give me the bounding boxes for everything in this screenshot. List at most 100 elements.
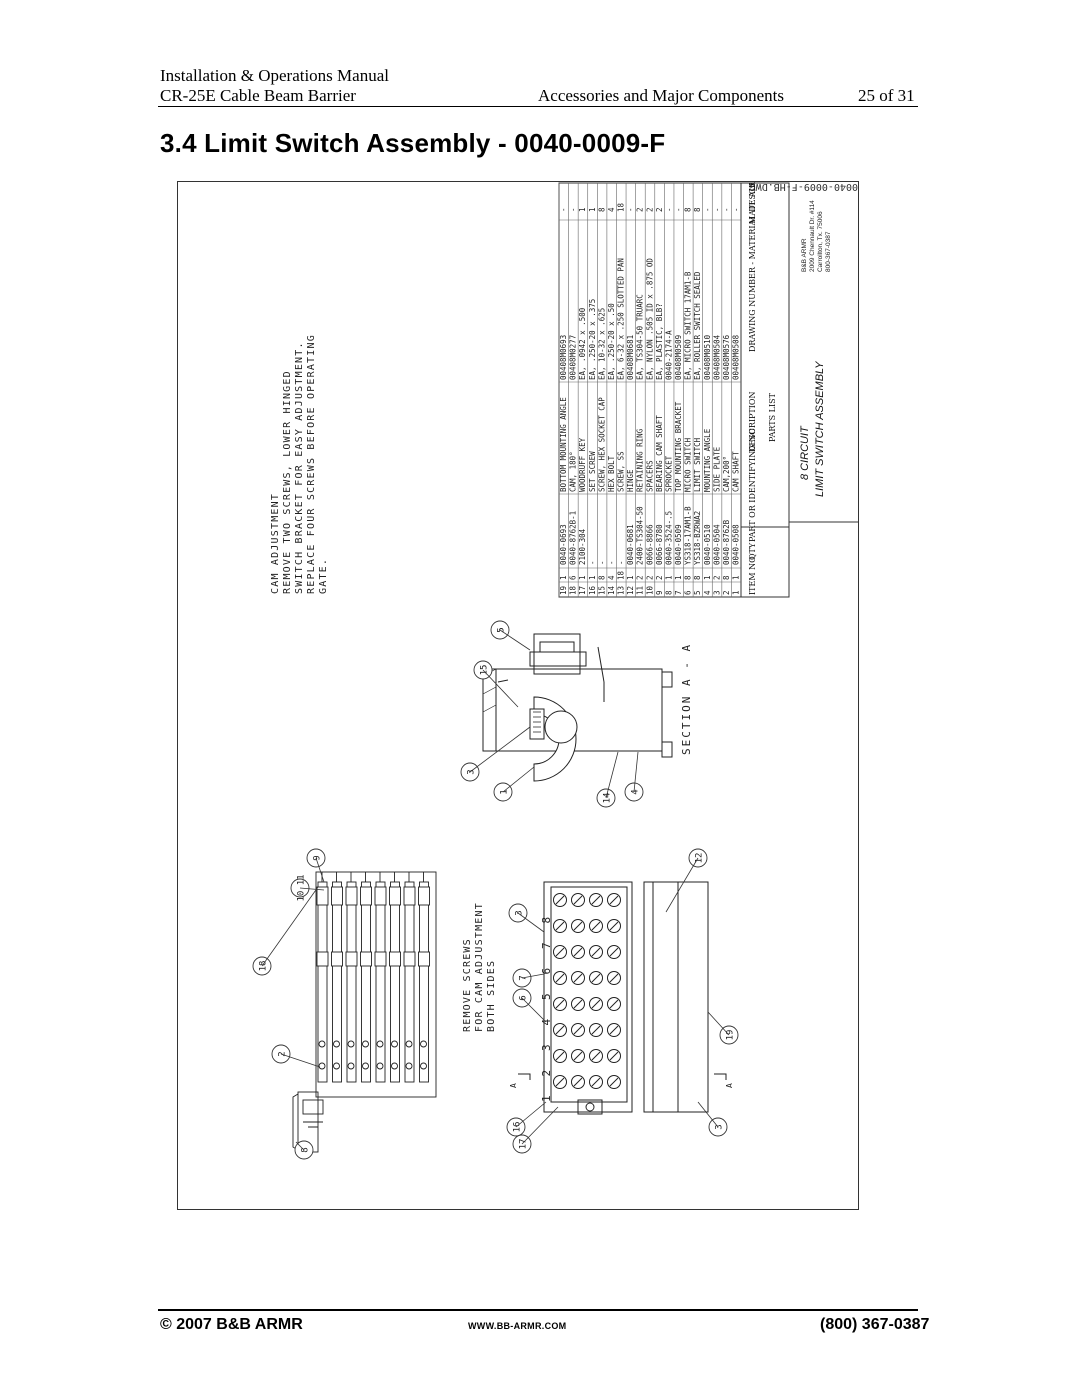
parts-cell-material-7: 00408M0509 bbox=[674, 335, 683, 380]
balloon-label-19: 19 bbox=[726, 1030, 736, 1041]
parts-cell-item-13: 13 bbox=[617, 586, 626, 595]
parts-cell-item-2: 2 bbox=[722, 590, 731, 595]
parts-cell-description-19: BOTTOM MOUNTING ANGLE bbox=[559, 397, 568, 492]
balloon-label-5: 5 bbox=[497, 627, 507, 632]
parts-cell-description-11: RETAINING RING bbox=[636, 428, 645, 492]
parts-cell-item-15: 15 bbox=[597, 586, 606, 595]
section-marker-left: A bbox=[509, 1083, 518, 1088]
footer-copyright: © 2007 B&B ARMR bbox=[160, 1316, 303, 1333]
terminal-number-7: 7 bbox=[540, 942, 553, 949]
parts-cell-matl-9: 2 bbox=[655, 207, 664, 212]
parts-cell-matl-3: - bbox=[712, 207, 721, 212]
footer-phone: (800) 367-0387 bbox=[820, 1316, 930, 1333]
parts-cell-material-1: 00408M0508 bbox=[732, 334, 741, 380]
parts-cell-matl-11: 2 bbox=[636, 207, 645, 212]
parts-cell-qty-16: 1 bbox=[588, 575, 597, 580]
balloon-label-3b: 3 bbox=[515, 910, 525, 915]
cam-adjustment-note: CAM ADJUSTMENT REMOVE TWO SCREWS, LOWER … bbox=[270, 334, 329, 594]
title-block: 8 CIRCUIT LIMIT SWITCH ASSEMBLY bbox=[789, 361, 858, 523]
footer-website[interactable]: WWW.BB-ARMR.COM bbox=[468, 1321, 567, 1331]
parts-cell-qty-4: 1 bbox=[703, 575, 712, 580]
parts-cell-description-15: SCREW, HEX SOCKET CAP bbox=[597, 397, 606, 492]
parts-cell-part-10: 0066-8866 bbox=[645, 524, 654, 565]
parts-cell-material-5: EA, ROLLER SWITCH SEALED bbox=[693, 271, 702, 380]
parts-cell-part-13: - bbox=[617, 560, 626, 565]
header-rule bbox=[158, 106, 918, 107]
parts-cell-qty-8: 1 bbox=[664, 575, 673, 580]
terminal-number-3: 3 bbox=[540, 1044, 553, 1051]
terminal-number-1: 1 bbox=[540, 1095, 553, 1102]
parts-cell-description-9: BEARING CAM SHAFT bbox=[655, 415, 664, 492]
company-name: B&B ARMR bbox=[801, 238, 808, 272]
remove-note-line-1: REMOVE SCREWS bbox=[462, 938, 473, 1032]
parts-cell-matl-18: - bbox=[569, 207, 578, 212]
parts-cell-part-11: 2400-TS304-50 bbox=[636, 506, 645, 565]
col-item-header: ITEM NO bbox=[748, 556, 757, 595]
parts-cell-material-14: EA, .250-20 x .50 bbox=[607, 303, 616, 380]
balloon-label-4: 4 bbox=[631, 789, 641, 794]
col-qty-header: QTY bbox=[748, 542, 757, 560]
parts-cell-part-9: 0066-8780 bbox=[655, 524, 664, 565]
parts-cell-matl-14: 4 bbox=[607, 207, 616, 212]
parts-cell-material-12: 00408M0681 bbox=[626, 335, 635, 380]
parts-cell-description-6: MICRO SWITCH bbox=[684, 437, 693, 492]
parts-cell-description-4: MOUNTING ANGLE bbox=[703, 428, 712, 492]
parts-list-label: PARTS LIST bbox=[768, 392, 777, 442]
parts-cell-part-5: YS318-BZRWA2 bbox=[693, 511, 702, 565]
parts-cell-item-10: 10 bbox=[645, 585, 654, 595]
company-city: Carrollton, Tx. 75006 bbox=[817, 211, 824, 272]
parts-cell-description-14: HEX BOLT bbox=[607, 455, 616, 492]
parts-cell-material-18: 00408M0277 bbox=[569, 335, 578, 380]
parts-cell-part-16: - bbox=[588, 560, 597, 565]
page-title: 3.4 Limit Switch Assembly - 0040-0009-F bbox=[160, 128, 666, 158]
parts-cell-matl-19: - bbox=[559, 207, 568, 212]
parts-cell-description-3: SIDE PLATE bbox=[712, 446, 721, 492]
parts-cell-qty-11: 2 bbox=[636, 575, 645, 580]
remove-screws-note: REMOVE SCREWS FOR CAM ADJUSTMENT BOTH SI… bbox=[462, 902, 497, 1032]
parts-list-table: 1 9 1 0040-0693 BOTTOM MOUNTING ANGLE 00408M0… bbox=[558, 182, 790, 598]
parts-cell-qty-2: 8 bbox=[722, 575, 731, 580]
parts-cell-qty-12: 1 bbox=[626, 575, 635, 580]
parts-cell-material-15: EA, 10-32 x .625 bbox=[597, 308, 606, 380]
parts-cell-qty-13: 18 bbox=[617, 570, 626, 580]
parts-cell-qty-7: 1 bbox=[674, 575, 683, 580]
terminal-number-6: 6 bbox=[540, 968, 553, 975]
parts-cell-part-17: 2100-304 bbox=[578, 528, 587, 565]
parts-cell-item-9: 9 bbox=[655, 590, 664, 595]
parts-cell-part-18: 0040-8762B-1 bbox=[569, 511, 578, 565]
terminal-number-5: 5 bbox=[540, 993, 553, 1000]
parts-cell-matl-1: - bbox=[732, 207, 741, 212]
parts-cell-material-19: 00408M0693 bbox=[559, 335, 568, 380]
parts-cell-matl-13: 18 bbox=[617, 202, 626, 212]
parts-cell-matl-12: - bbox=[626, 207, 635, 212]
remove-note-line-2: FOR CAM ADJUSTMENT bbox=[474, 902, 485, 1032]
parts-cell-part-2: 0040-8762B bbox=[722, 519, 731, 565]
parts-cell-matl-16: 1 bbox=[588, 207, 597, 212]
section-a-a-view bbox=[482, 633, 673, 782]
parts-cell-description-17: WOODRUFF KEY bbox=[578, 437, 587, 492]
parts-cell-part-15: - bbox=[597, 560, 606, 565]
remove-note-line-3: BOTH SIDES bbox=[486, 960, 497, 1032]
parts-cell-part-19: 0040-0693 bbox=[559, 524, 568, 565]
parts-cell-item-7: 7 bbox=[674, 590, 683, 595]
parts-cell-qty-15: 8 bbox=[597, 575, 606, 580]
parts-cell-description-1: CAM SHAFT bbox=[732, 451, 741, 492]
assembly-title-line-1: 8 CIRCUIT bbox=[799, 425, 811, 480]
parts-cell-item-16: 16 bbox=[588, 585, 597, 595]
parts-cell-item-6: 6 bbox=[684, 590, 693, 595]
parts-cell-qty-6: 8 bbox=[684, 575, 693, 580]
parts-cell-material-6: EA, MICRO SWITCH 17AM1-B bbox=[684, 271, 693, 380]
parts-cell-item-4: 4 bbox=[703, 590, 712, 595]
parts-cell-item-1: 1 bbox=[732, 590, 741, 595]
cam-note-line-3: SWITCH BRACKET FOR EASY ADJUSTMENT. bbox=[294, 341, 305, 594]
section-name: Accessories and Major Components bbox=[538, 86, 784, 105]
balloon-label-8: 8 bbox=[301, 1147, 311, 1152]
product-name: CR-25E Cable Beam Barrier bbox=[160, 86, 356, 105]
footer-rule bbox=[158, 1309, 918, 1311]
col-matl-header: MATL ALLOC bbox=[748, 182, 757, 224]
company-address: 2009 Chennault Dr. #114 bbox=[809, 200, 816, 272]
drawing-file-name: 0040-0009-F-HB.DWG bbox=[750, 182, 858, 192]
parts-cell-description-2: CAM,200° bbox=[722, 456, 731, 492]
